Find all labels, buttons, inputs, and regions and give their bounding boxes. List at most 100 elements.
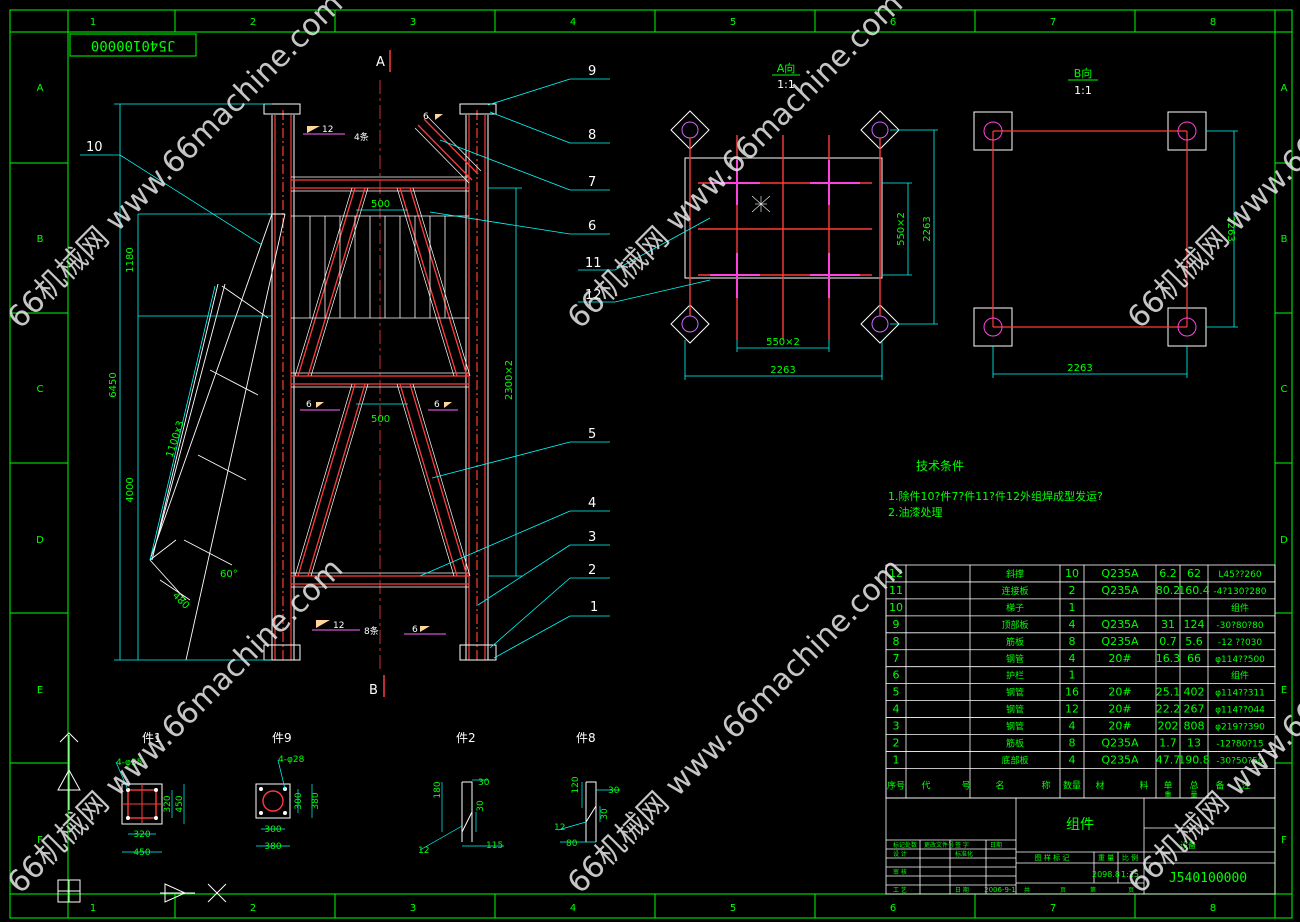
view-a-dim-outer-h: 2263 (770, 365, 795, 376)
top-plates (263, 103, 497, 661)
dim-lower-height: 4000 (125, 477, 136, 502)
tb-label-4: 签 字 (955, 841, 969, 849)
right-column (468, 110, 486, 660)
balloon-7: 7 (588, 175, 596, 190)
svg-text:8条: 8条 (364, 625, 379, 637)
row-label-E-r: E (1281, 685, 1287, 696)
bom-cell: Q235A (1101, 753, 1139, 766)
bom-cell: 顶部板 (1001, 619, 1028, 631)
bom-cell: 筋板 (1006, 738, 1024, 750)
svg-text:66机械网 www.66machine.com: 66机械网 www.66machine.com (1121, 551, 1300, 900)
bom-cell: 66 (1187, 652, 1201, 665)
balloon-12: 12 (585, 288, 602, 303)
svg-text:66机械网 www.66machine.com: 66机械网 www.66machine.com (561, 0, 910, 336)
col-label-4b: 4 (570, 903, 576, 914)
bom-header-cell: 备 (1215, 779, 1224, 791)
bom-header-cell: 序号 (887, 779, 905, 791)
bom-cell: 12 (1065, 703, 1079, 716)
bom-cell: 4 (1069, 720, 1076, 733)
row-label-F-r: F (1281, 835, 1287, 846)
svg-text:80: 80 (566, 839, 578, 849)
tb-label-3: 更改文件号 (924, 841, 954, 849)
sheet-1: 共 (1024, 886, 1030, 894)
row-label-E: E (37, 685, 43, 696)
svg-text:380: 380 (264, 842, 281, 852)
main-view: A B (80, 50, 610, 698)
guard-rail (291, 215, 469, 319)
balloon-3: 3 (588, 530, 596, 545)
bom-cell: Q235A (1101, 618, 1139, 631)
bom-cell: 80.2 (1156, 584, 1181, 597)
bom-cell: φ219??390 (1215, 723, 1265, 733)
bom-cell: 1 (893, 753, 900, 766)
sheet-2: 页 (1060, 887, 1066, 894)
left-column (274, 110, 292, 660)
grid-labels: 1 2 3 4 5 6 7 8 1 2 3 4 5 6 7 8 A B C D … (36, 17, 1288, 914)
svg-text:66机械网 www.66machine.com: 66机械网 www.66machine.com (1121, 0, 1300, 336)
view-b-dim-h: 2263 (1067, 363, 1092, 374)
svg-text:12: 12 (554, 823, 565, 833)
svg-text:66机械网 www.66machine.com: 66机械网 www.66machine.com (561, 551, 910, 900)
balloon-2: 2 (588, 563, 596, 578)
bom-header-cell: 代 (921, 780, 930, 791)
bom-cell: 组件 (1231, 602, 1249, 614)
bom-cell: 22.2 (1156, 703, 1181, 716)
bom-cell: 62 (1187, 567, 1201, 580)
bom-cell: 4 (893, 703, 900, 716)
bom-cell: 1 (1069, 601, 1076, 614)
bom-cell: 5 (893, 686, 900, 699)
bom-cell: 124 (1184, 618, 1205, 631)
dim-span-lower: 500 (371, 414, 390, 425)
title-project: 设备 (1180, 840, 1196, 850)
row-label-D-r: D (1280, 535, 1288, 546)
col-label-5b: 5 (730, 903, 736, 914)
detail-part-8: 件8 120 30 30 12 80 (554, 731, 620, 849)
tech-line-2: 2.油漆处理 (888, 505, 943, 519)
dim-total-height: 6450 (108, 372, 119, 397)
balloon-1: 1 (590, 600, 598, 615)
svg-text:J540100000: J540100000 (91, 37, 175, 53)
svg-text:件2: 件2 (456, 731, 476, 745)
bom-cell: 2 (1069, 584, 1076, 597)
bom-cell: Q235A (1101, 584, 1139, 597)
col-label-7: 7 (1050, 17, 1056, 28)
bom-cell: -12?80?15 (1216, 740, 1263, 750)
tb-label2-2: 标准化 (955, 850, 973, 858)
svg-text:30: 30 (476, 800, 486, 812)
svg-text:件1: 件1 (142, 731, 162, 745)
tb-label3-3: 日 期 (955, 886, 969, 894)
bom-cell: 4 (1069, 753, 1076, 766)
bom-cell: 9 (893, 618, 900, 631)
tb-label-1: 标记 (893, 841, 905, 849)
svg-text:450: 450 (133, 848, 150, 858)
sheet-3: 第 (1090, 886, 1096, 894)
bom-cell: L45??260 (1218, 570, 1261, 580)
bom-cell: 筋板 (1006, 636, 1024, 648)
dim-span-upper: 500 (371, 199, 390, 210)
dim-ladder-angle: 60° (220, 569, 238, 580)
bom-cell: 钢管 (1006, 721, 1024, 733)
tb-label3-1: 审 核 (893, 868, 907, 876)
bom-header-cell: 号 (961, 780, 970, 791)
balloon-9: 9 (588, 64, 596, 79)
bom-cell: 5.6 (1185, 635, 1203, 648)
bom-cell: 3 (893, 720, 900, 733)
bom-cell: 402 (1184, 686, 1205, 699)
bom-header-cell: 称 (1041, 779, 1050, 791)
svg-text:30: 30 (600, 808, 610, 820)
svg-text:12: 12 (333, 621, 344, 631)
balloon-6: 6 (588, 219, 596, 234)
col-label-2b: 2 (250, 903, 256, 914)
bom-header-sub: 重 (1165, 790, 1172, 798)
stage-label-2: 重 量 (1098, 854, 1114, 862)
dimension-lines (114, 103, 522, 661)
bom-cell: φ114??311 (1215, 689, 1265, 699)
technical-notes: 技术条件 1.除件10?件7?件11?件12外组焊成型发运? 2.油漆处理 (888, 459, 1103, 519)
part-7-strut (417, 118, 479, 181)
bom-cell: 13 (1187, 737, 1201, 750)
view-a-dim-outer-v: 2263 (922, 216, 933, 241)
ladder (149, 213, 286, 661)
bom-cell: 1.7 (1159, 737, 1177, 750)
view-b: B向 1:1 2263 2263 (973, 66, 1238, 378)
svg-text:6: 6 (423, 112, 429, 122)
